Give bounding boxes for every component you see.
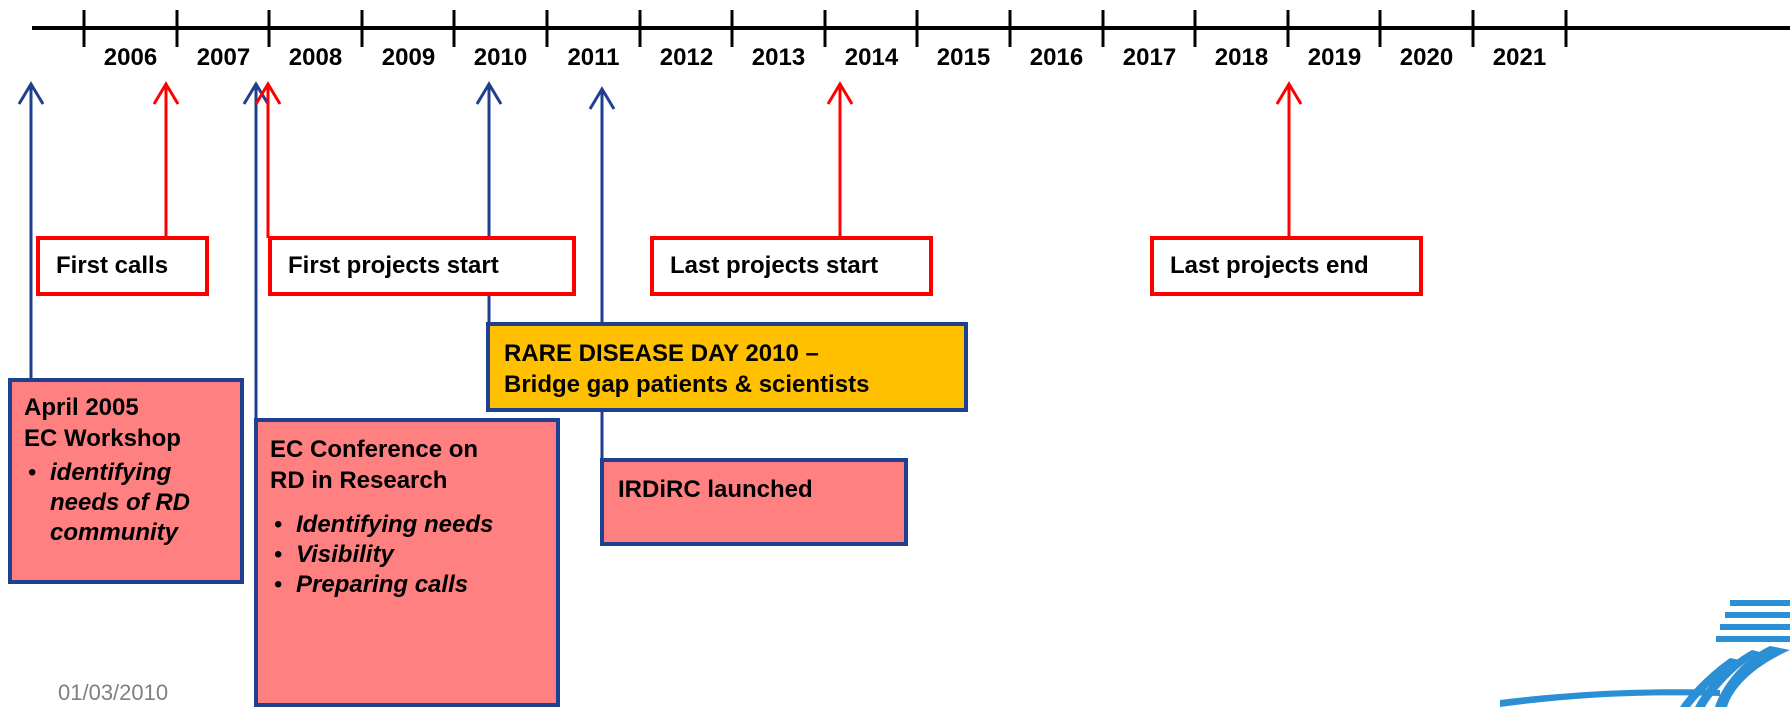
workshop-bullet: identifying needs of RD community [28, 458, 228, 548]
conference-bullet: Preparing calls [274, 570, 544, 600]
red-arrow-first-calls [152, 81, 180, 238]
conference-title-line1: EC Conference on [270, 436, 479, 463]
last-projects-end-label: Last projects end [1170, 252, 1369, 279]
last-projects-end-box: Last projects end [1150, 236, 1423, 296]
year-label: 2013 [751, 44, 806, 71]
year-label: 2008 [288, 44, 343, 71]
rare-disease-day-box: RARE DISEASE DAY 2010 – Bridge gap patie… [486, 322, 968, 412]
irdirc-box: IRDiRC launched [600, 458, 908, 546]
year-label: 2016 [1029, 44, 1084, 71]
first-projects-start-box: First projects start [268, 236, 576, 296]
workshop-bullets: identifying needs of RD community [24, 458, 228, 548]
last-projects-start-box: Last projects start [650, 236, 933, 296]
year-label: 2017 [1122, 44, 1177, 71]
rare-disease-day-line2: Bridge gap patients & scientists [504, 371, 870, 398]
first-projects-start-label: First projects start [288, 252, 499, 279]
year-label: 2010 [473, 44, 528, 71]
footer-date: 01/03/2010 [58, 680, 169, 705]
red-arrow-first-projects-start [254, 81, 282, 238]
first-calls-box: First calls [36, 236, 209, 296]
conference-box: EC Conference on RD in Research Identify… [254, 418, 560, 707]
conference-title-line2: RD in Research [270, 467, 448, 494]
year-label: 2011 [567, 44, 620, 71]
red-arrow-last-projects-end [1275, 81, 1303, 238]
workshop-box: April 2005 EC Workshop identifying needs… [8, 378, 244, 584]
red-arrow-last-projects-start [826, 81, 854, 238]
year-label: 2021 [1492, 44, 1547, 71]
year-label: 2006 [103, 44, 158, 71]
year-label: 2020 [1399, 44, 1454, 71]
year-label: 2009 [381, 44, 436, 71]
year-label: 2018 [1214, 44, 1269, 71]
workshop-title-line2: EC Workshop [24, 425, 181, 452]
fp7-logo-icon [1500, 600, 1790, 707]
blue-arrow-workshop [17, 81, 45, 380]
conference-bullet: Identifying needs [274, 510, 544, 540]
rare-disease-day-line1: RARE DISEASE DAY 2010 – [504, 340, 819, 367]
year-label: 2019 [1307, 44, 1362, 71]
year-label: 2007 [196, 44, 251, 71]
first-calls-label: First calls [56, 252, 169, 279]
year-label: 2015 [936, 44, 991, 71]
year-label: 2012 [659, 44, 714, 71]
workshop-title-line1: April 2005 [24, 394, 139, 421]
irdirc-label: IRDiRC launched [618, 476, 813, 503]
timeline-ticks [82, 10, 1568, 47]
conference-bullet: Visibility [274, 540, 544, 570]
conference-bullets: Identifying needs Visibility Preparing c… [270, 510, 544, 600]
last-projects-start-label: Last projects start [670, 252, 879, 279]
blue-arrow-conference [242, 81, 270, 420]
year-label: 2014 [844, 44, 899, 71]
